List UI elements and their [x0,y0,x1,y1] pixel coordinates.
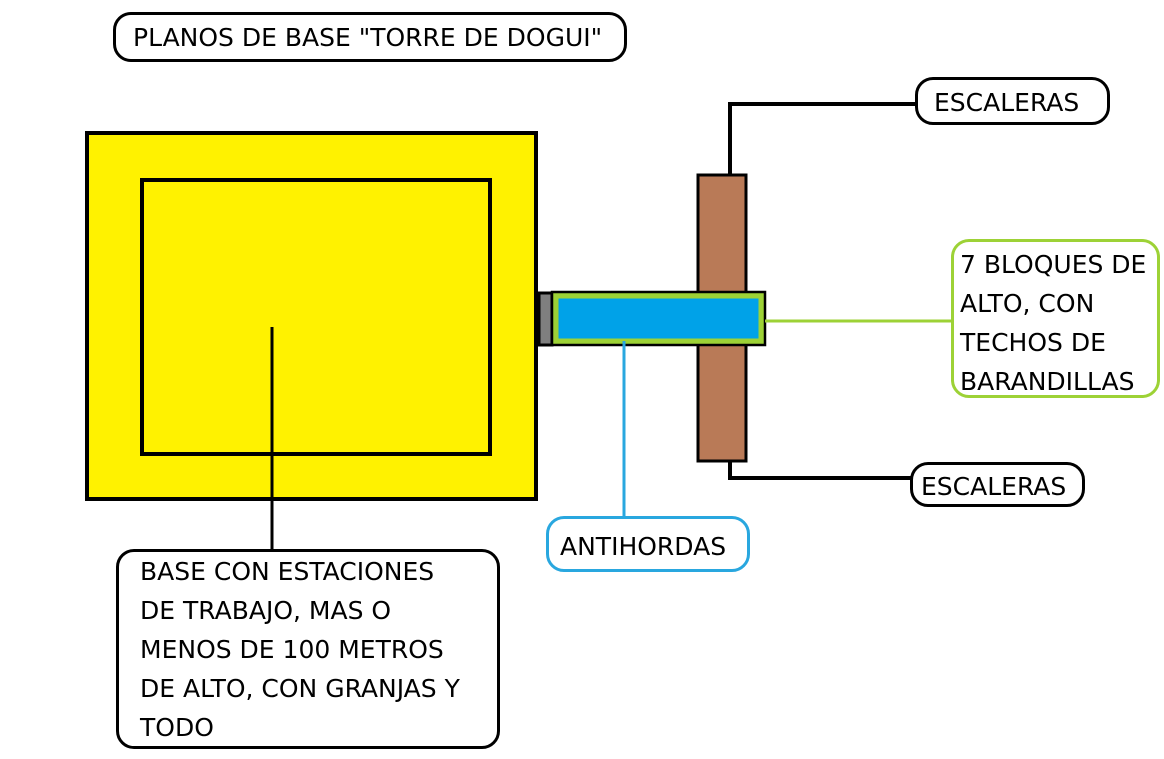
page-title: PLANOS DE BASE "TORRE DE DOGUI" [113,12,627,62]
walkway-connector [537,291,554,347]
base-inner-square [140,178,492,456]
stairs-bottom-label: ESCALERAS [910,462,1085,507]
anti-horde-walkway [555,295,762,342]
anti-horde-label: ANTIHORDAS [546,516,750,572]
base-description-label: BASE CON ESTACIONES DE TRABAJO, MAS O ME… [116,549,500,749]
stairs-top-label: ESCALERAS [915,77,1110,125]
base-outer-square [85,131,538,501]
blocks-note-label: 7 BLOQUES DE ALTO, CON TECHOS DE BARANDI… [951,239,1160,398]
